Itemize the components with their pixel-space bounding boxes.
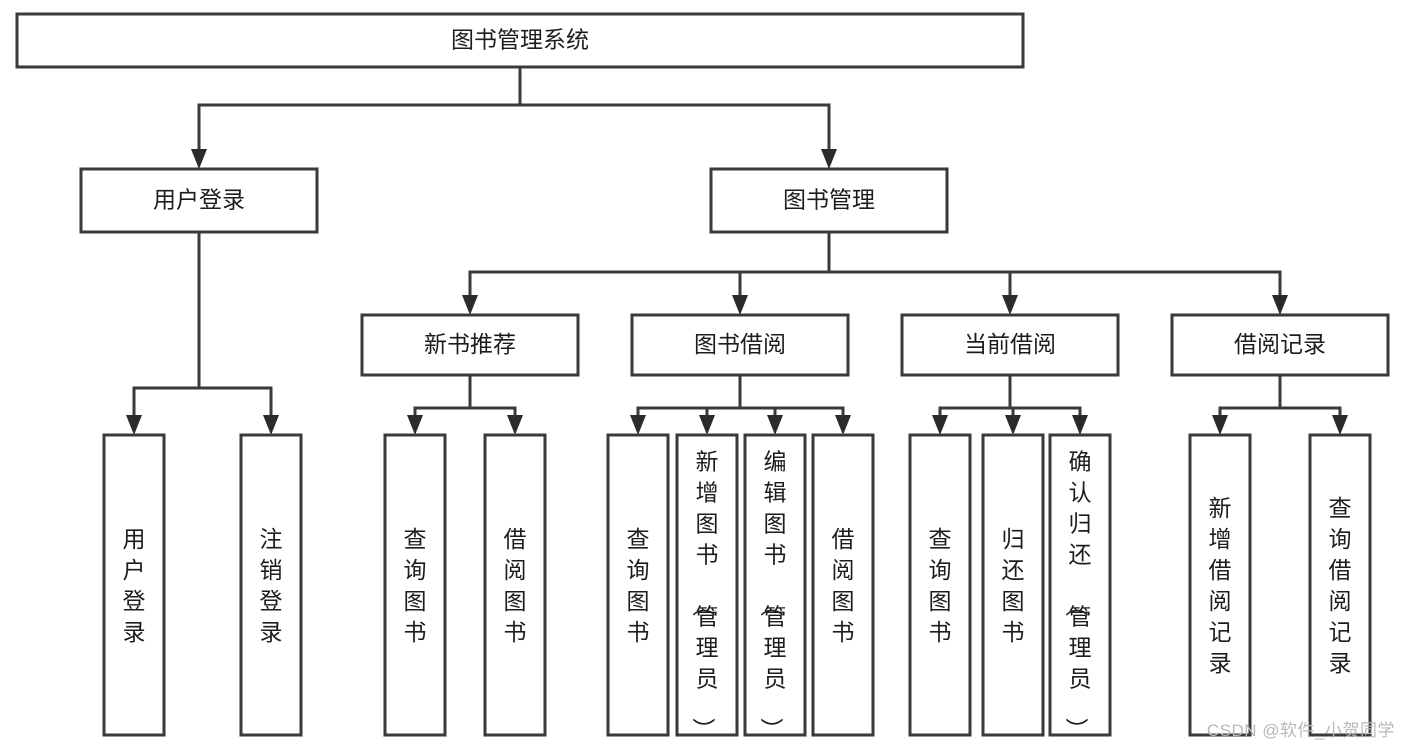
arrow-head-icon	[767, 415, 783, 435]
arrow-head-icon	[1332, 415, 1348, 435]
node-label: 查询图书	[404, 526, 427, 645]
node-box[interactable]	[15, 12, 1025, 69]
arrow-head-icon	[732, 295, 748, 315]
node-box[interactable]	[102, 433, 166, 737]
arrow-head-icon	[1212, 415, 1228, 435]
node-leaf-borrow-book-rec[interactable]: 借阅图书	[483, 433, 547, 737]
node-leaf-add-record[interactable]: 新增借阅记录	[1188, 433, 1252, 737]
node-box[interactable]	[1048, 433, 1112, 737]
node-box[interactable]	[743, 433, 807, 737]
node-box[interactable]	[709, 167, 949, 234]
node-label: 新增图书（管理员）	[691, 449, 719, 741]
connector-book-manage	[462, 230, 1288, 315]
arrow-head-icon	[821, 149, 837, 169]
node-box[interactable]	[483, 433, 547, 737]
node-box[interactable]	[239, 433, 303, 737]
node-label: 图书管理	[783, 187, 875, 213]
arrow-head-icon	[699, 415, 715, 435]
node-label: 确认归还（管理员）	[1064, 449, 1092, 741]
node-box[interactable]	[908, 433, 972, 737]
node-leaf-return-book[interactable]: 归还图书	[981, 433, 1045, 737]
arrow-head-icon	[507, 415, 523, 435]
node-current-borrow[interactable]: 当前借阅	[900, 313, 1120, 377]
arrow-head-icon	[1002, 295, 1018, 315]
connector-user-login	[126, 230, 279, 435]
node-label: 借阅图书	[832, 526, 855, 645]
arrow-head-icon	[1005, 415, 1021, 435]
node-box[interactable]	[811, 433, 875, 737]
node-box[interactable]	[606, 433, 670, 737]
node-box[interactable]	[675, 433, 739, 737]
arrow-head-icon	[1272, 295, 1288, 315]
node-book-manage[interactable]: 图书管理	[709, 167, 949, 234]
arrow-head-icon	[630, 415, 646, 435]
node-leaf-user-login[interactable]: 用户登录	[102, 433, 166, 737]
connector-borrow-record	[1212, 373, 1348, 435]
node-box[interactable]	[79, 167, 319, 234]
node-box[interactable]	[360, 313, 580, 377]
arrow-head-icon	[462, 295, 478, 315]
node-label: 当前借阅	[964, 331, 1056, 357]
node-box[interactable]	[900, 313, 1120, 377]
node-leaf-edit-book[interactable]: 编辑图书（管理员）	[743, 433, 807, 741]
node-leaf-logout[interactable]: 注销登录	[239, 433, 303, 737]
node-leaf-add-book[interactable]: 新增图书（管理员）	[675, 433, 739, 741]
arrow-head-icon	[126, 415, 142, 435]
nodes-layer: 图书管理系统用户登录图书管理新书推荐图书借阅当前借阅借阅记录用户登录注销登录查询…	[15, 12, 1390, 741]
connector-book-borrow	[630, 373, 851, 435]
node-root[interactable]: 图书管理系统	[15, 12, 1025, 69]
arrow-head-icon	[835, 415, 851, 435]
node-box[interactable]	[1170, 313, 1390, 377]
connector-new-book-recommend	[407, 373, 523, 435]
arrow-head-icon	[263, 415, 279, 435]
node-borrow-record[interactable]: 借阅记录	[1170, 313, 1390, 377]
node-label: 查询图书	[627, 526, 650, 645]
node-user-login[interactable]: 用户登录	[79, 167, 319, 234]
node-label: 用户登录	[153, 187, 245, 213]
node-label: 借阅图书	[504, 526, 527, 645]
node-label: 借阅记录	[1234, 331, 1326, 357]
node-box[interactable]	[1188, 433, 1252, 737]
node-book-borrow[interactable]: 图书借阅	[630, 313, 850, 377]
node-leaf-confirm-return[interactable]: 确认归还（管理员）	[1048, 433, 1112, 741]
node-label: 编辑图书（管理员）	[759, 449, 787, 741]
node-label: 图书借阅	[694, 331, 786, 357]
node-label: 注销登录	[260, 526, 283, 645]
arrow-head-icon	[191, 149, 207, 169]
node-box[interactable]	[383, 433, 447, 737]
node-label: 归还图书	[1002, 526, 1025, 645]
node-label: 查询图书	[929, 526, 952, 645]
node-label: 新增借阅记录	[1209, 495, 1232, 676]
node-box[interactable]	[981, 433, 1045, 737]
node-leaf-borrow-book[interactable]: 借阅图书	[811, 433, 875, 737]
node-leaf-query-book-rec[interactable]: 查询图书	[383, 433, 447, 737]
node-label: 新书推荐	[424, 331, 516, 357]
arrow-head-icon	[1072, 415, 1088, 435]
connector-current-borrow	[932, 373, 1088, 435]
node-leaf-query-book-borrow[interactable]: 查询图书	[606, 433, 670, 737]
node-box[interactable]	[630, 313, 850, 377]
node-label: 查询借阅记录	[1329, 495, 1352, 676]
node-leaf-query-record[interactable]: 查询借阅记录	[1308, 433, 1372, 737]
node-label: 用户登录	[123, 526, 146, 645]
node-label: 图书管理系统	[451, 27, 589, 53]
arrow-head-icon	[932, 415, 948, 435]
node-box[interactable]	[1308, 433, 1372, 737]
connectors-layer	[126, 65, 1348, 435]
node-new-book-recommend[interactable]: 新书推荐	[360, 313, 580, 377]
node-leaf-query-book-cur[interactable]: 查询图书	[908, 433, 972, 737]
arrow-head-icon	[407, 415, 423, 435]
connector-root	[191, 65, 837, 169]
